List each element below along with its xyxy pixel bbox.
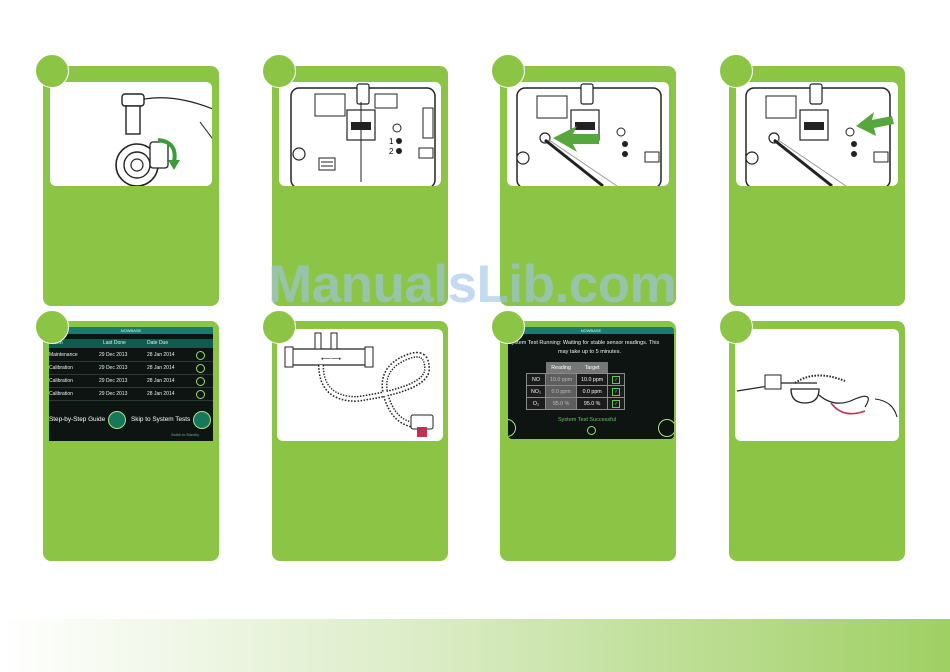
row-item: Calibration (49, 391, 73, 397)
gas-target: 10.0 ppm (576, 373, 609, 386)
bottle-valve-illustration (115, 93, 212, 186)
svg-text:1: 1 (389, 137, 394, 146)
small-note: Switch to Standby (171, 433, 200, 437)
row-arrow-icon[interactable] (196, 351, 205, 360)
row-item: Calibration (49, 365, 73, 371)
gas-reading: 10.0 ppm (545, 373, 578, 386)
overview-screen: NOWBASE Item Last Done Date Due Maintena… (49, 327, 213, 441)
step-1-image (50, 82, 212, 186)
gas-target: 95.0 % (576, 397, 609, 410)
col-target: Target (576, 362, 608, 374)
row-due: 28 Jan 2014 (147, 352, 175, 358)
row-last: 29 Dec 2013 (99, 378, 128, 384)
step-6-image: ⟵⟶ (277, 329, 443, 441)
step-3-image (507, 82, 669, 186)
test-adapter-hose-illustration: ⟵⟶ (284, 332, 434, 437)
step-card-7: NOWBASE System Test Running: Waiting for… (500, 321, 676, 561)
header-date-due: Date Due (147, 340, 169, 346)
screen-topbar: NOWBASE (49, 327, 213, 334)
header-item: Item (53, 340, 63, 346)
check-icon: ✓ (612, 375, 621, 384)
gas-target: 0.0 ppm (576, 385, 609, 398)
header-last-done: Last Done (103, 340, 126, 346)
step-card-3 (500, 66, 676, 306)
system-test-screen: NOWBASE System Test Running: Waiting for… (508, 327, 674, 439)
readings-table: Reading Target NO 10.0 ppm 10.0 ppm ✓ NO… (525, 362, 626, 410)
breathing-circuit-bag-illustration (736, 374, 898, 418)
row-item: Calibration (49, 378, 73, 384)
step-4-image (736, 82, 898, 186)
row-item: Maintenance (49, 352, 78, 358)
col-reading: Reading (545, 362, 577, 374)
skip-label[interactable]: Skip to System Tests (131, 416, 191, 423)
row-last: 29 Dec 2013 (99, 365, 128, 371)
table-row: NO₂ 0.0 ppm 0.0 ppm ✓ (525, 385, 626, 398)
step-number-badge-4 (719, 54, 753, 88)
step-2-image: 1 2 (279, 82, 441, 186)
table-row: NO 10.0 ppm 10.0 ppm ✓ (525, 373, 626, 386)
svg-text:2: 2 (389, 147, 394, 156)
row-arrow-icon[interactable] (196, 377, 205, 386)
step-number-badge-1 (35, 54, 69, 88)
device-rear-panel-illustration: 1 2 (290, 83, 436, 186)
back-button[interactable] (508, 419, 516, 437)
footer-gradient-band (0, 619, 950, 672)
guide-button[interactable] (108, 411, 126, 429)
step-number-badge-6 (262, 310, 296, 344)
table-row: O₂ 95.0 % 95.0 % ✓ (525, 397, 626, 410)
step-number-badge-7 (491, 310, 525, 344)
table-row: Calibration 29 Dec 2013 28 Jan 2014 (49, 362, 213, 375)
row-due: 28 Jan 2014 (147, 378, 175, 384)
step-card-4 (729, 66, 905, 306)
step-card-5: NOWBASE Item Last Done Date Due Maintena… (43, 321, 219, 561)
watermark: ManualsLib.com (268, 255, 677, 314)
row-arrow-icon[interactable] (196, 364, 205, 373)
row-last: 29 Dec 2013 (99, 391, 128, 397)
gas-name: NO (525, 373, 547, 386)
next-arrow-button[interactable] (658, 419, 674, 437)
status-icon (587, 426, 596, 435)
table-row: Calibration 29 Dec 2013 28 Jan 2014 (49, 388, 213, 401)
svg-text:⟵⟶: ⟵⟶ (321, 356, 341, 363)
step-number-badge-5 (35, 310, 69, 344)
gas-reading: 0.0 ppm (545, 385, 578, 398)
guide-label[interactable]: Step-by-Step Guide (49, 416, 106, 423)
row-arrow-icon[interactable] (196, 390, 205, 399)
skip-button[interactable] (193, 411, 211, 429)
step-card-6: ⟵⟶ (272, 321, 448, 561)
table-header: Item Last Done Date Due (49, 339, 213, 348)
screen-topbar: NOWBASE (508, 327, 674, 334)
row-last: 29 Dec 2013 (99, 352, 128, 358)
device-rear-panel-tube-illustration (516, 83, 662, 186)
gas-reading: 95.0 % (545, 397, 578, 410)
gas-name: NO₂ (525, 385, 547, 398)
step-8-image (735, 329, 899, 441)
table-row: Maintenance 29 Dec 2013 28 Jan 2014 (49, 349, 213, 362)
step-card-1 (43, 66, 219, 306)
test-message-line2: may take up to 5 minutes. (558, 349, 621, 355)
check-icon: ✓ (612, 399, 621, 408)
step-card-8 (729, 321, 905, 561)
gas-name: O₂ (525, 397, 547, 410)
device-rear-panel-power-illustration (745, 83, 894, 186)
table-row: Calibration 29 Dec 2013 28 Jan 2014 (49, 375, 213, 388)
row-due: 28 Jan 2014 (147, 365, 175, 371)
test-message-line1: System Test Running: Waiting for stable … (508, 340, 660, 346)
row-due: 28 Jan 2014 (147, 391, 175, 397)
step-number-badge-3 (491, 54, 525, 88)
step-card-2: 1 2 (272, 66, 448, 306)
test-status: System Test Successful (558, 417, 616, 423)
step-number-badge-8 (719, 310, 753, 344)
check-icon: ✓ (612, 387, 621, 396)
step-number-badge-2 (262, 54, 296, 88)
